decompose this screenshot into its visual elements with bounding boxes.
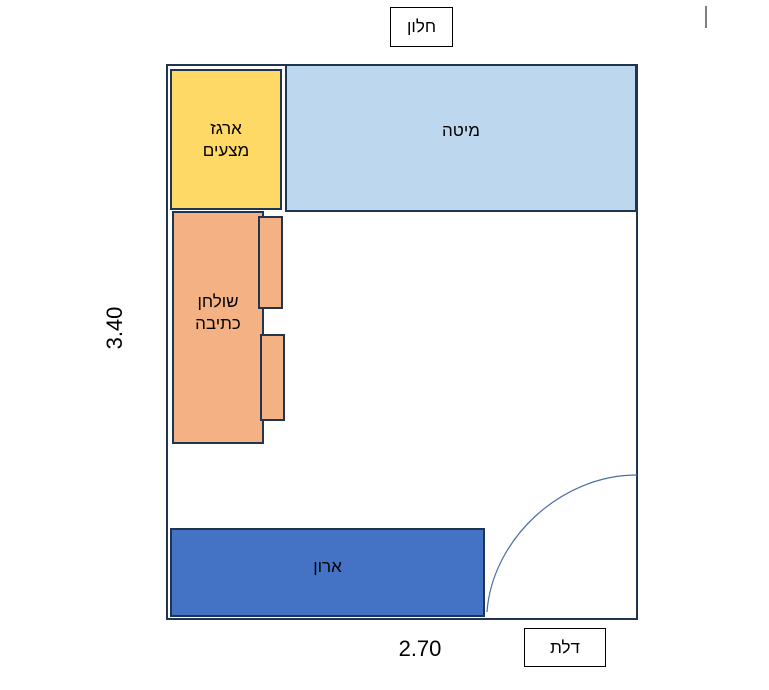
height-dimension: 3.40 [102,306,127,350]
desk-label: שולחן כתיבה [195,291,241,333]
closet-label: ארון [313,556,342,576]
bed-label: מיטה [442,121,480,140]
desk-chair-upper [258,216,283,309]
window-label-text: חלון [406,17,437,36]
door-label: דלת [524,628,606,667]
window-label: חלון [390,7,453,47]
door-label-text: דלת [550,637,580,657]
text-cursor-icon [705,6,707,28]
closet: ארון [170,528,485,617]
bed: מיטה [285,64,637,212]
desk-chair-lower [260,334,285,421]
desk: שולחן כתיבה [172,211,264,444]
bedding-box: ארגז מצעים [170,69,282,210]
bedding-box-label: ארגז מצעים [202,118,250,160]
width-dimension: 2.70 [398,636,442,661]
